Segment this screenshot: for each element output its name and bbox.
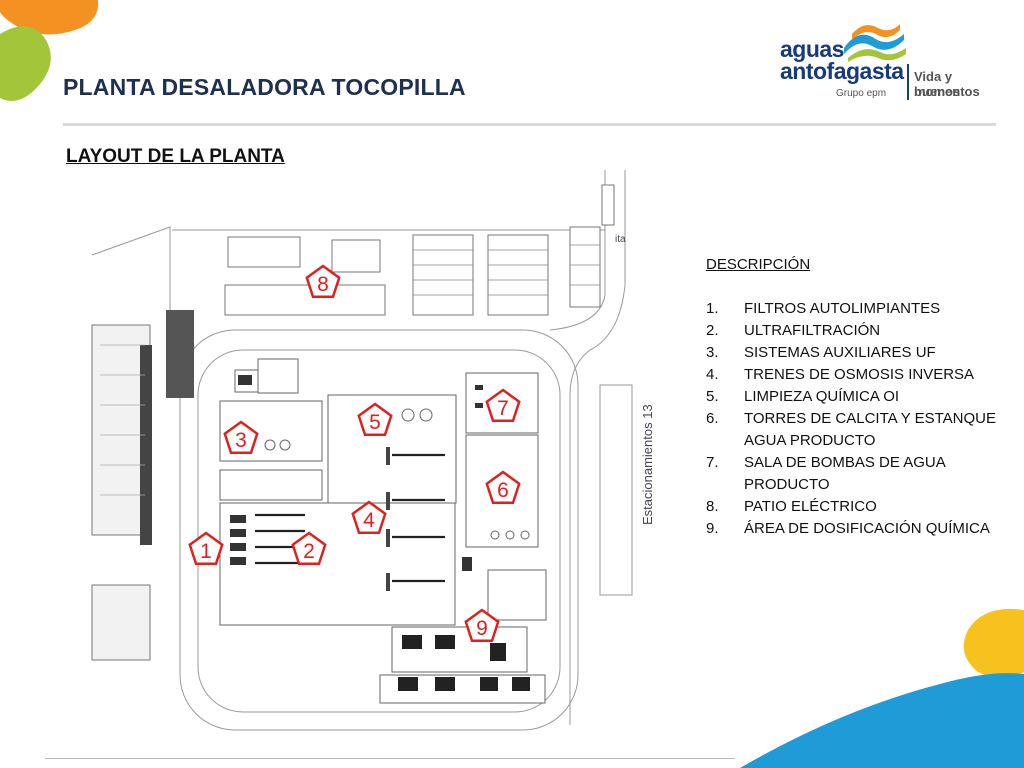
plan-cut-label: ita — [615, 234, 626, 245]
marker-number: 3 — [235, 429, 247, 452]
orange-corner-blob — [0, 0, 99, 35]
legend-list: 1. FILTROS AUTOLIMPIANTES 2. ULTRAFILTRACI… — [706, 298, 1006, 540]
legend: DESCRIPCIÓN 1. FILTROS AUTOLIMPIANTES 2. U… — [706, 254, 1006, 540]
marker-pentagon-icon — [485, 388, 521, 423]
plant-layout-drawing: Estacionamientos 13 ita 1 2 3 4 5 6 7 8 9 — [91, 170, 655, 731]
legend-item-text: TRENES DE OSMOSIS INVERSA — [744, 366, 975, 383]
marker-number: 7 — [497, 397, 509, 420]
header-divider — [63, 123, 996, 126]
marker-number: 4 — [363, 509, 375, 532]
green-corner-blob — [0, 26, 51, 101]
location-marker-3: 3 — [223, 420, 259, 455]
location-marker-1: 1 — [188, 531, 224, 566]
legend-item-number: 9. — [706, 520, 719, 537]
legend-item: 9. ÁREA DE DOSIFICACIÓN QUÍMICA — [706, 518, 1006, 540]
logo-separator — [907, 64, 909, 100]
legend-item-text: ÁREA DE DOSIFICACIÓN QUÍMICA — [744, 520, 990, 537]
legend-item-text: SALA DE BOMBAS DE AGUA PRODUCTO — [744, 454, 945, 493]
marker-pentagon-icon — [223, 420, 259, 455]
location-marker-9: 9 — [464, 608, 500, 643]
location-marker-2: 2 — [291, 531, 327, 566]
page-title: PLANTA DESALADORA TOCOPILLA — [63, 74, 466, 100]
blue-corner-blob — [740, 673, 1024, 768]
legend-item-number: 1. — [706, 300, 719, 317]
legend-item: 6. TORRES DE CALCITA Y ESTANQUE AGUA PROD… — [706, 408, 1006, 452]
legend-item-text: FILTROS AUTOLIMPIANTES — [744, 300, 941, 317]
legend-item-number: 6. — [706, 410, 719, 427]
legend-item-text: LIMPIEZA QUÍMICA OI — [744, 388, 900, 405]
wave-logo-icon — [844, 24, 906, 62]
legend-item: 7. SALA DE BOMBAS DE AGUA PRODUCTO — [706, 452, 1006, 496]
logo-line2: antofagasta — [780, 58, 904, 84]
legend-item-number: 3. — [706, 344, 719, 361]
legend-heading: DESCRIPCIÓN — [706, 256, 811, 273]
marker-number: 5 — [369, 411, 381, 434]
marker-pentagon-icon — [305, 264, 341, 299]
legend-item: 3. SISTEMAS AUXILIARES UF — [706, 342, 1006, 364]
marker-pentagon-icon — [485, 470, 521, 505]
marker-pentagon-icon — [188, 531, 224, 566]
location-marker-6: 6 — [485, 470, 521, 505]
legend-item: 8. PATIO ELÉCTRICO — [706, 496, 1006, 518]
legend-item-number: 2. — [706, 322, 719, 339]
yellow-corner-blob — [963, 608, 1024, 678]
marker-number: 8 — [317, 273, 329, 296]
legend-item-number: 4. — [706, 366, 719, 383]
marker-number: 9 — [476, 617, 488, 640]
legend-item: 4. TRENES DE OSMOSIS INVERSA — [706, 364, 1006, 386]
legend-item-text: ULTRAFILTRACIÓN — [744, 322, 881, 339]
legend-item-number: 5. — [706, 388, 719, 405]
marker-number: 1 — [200, 540, 212, 563]
marker-pentagon-icon — [464, 608, 500, 643]
legend-item-number: 7. — [706, 454, 719, 471]
legend-item-text: PATIO ELÉCTRICO — [744, 498, 877, 515]
legend-item: 5. LIMPIEZA QUÍMICA OI — [706, 386, 1006, 408]
location-marker-4: 4 — [351, 500, 387, 535]
location-marker-5: 5 — [357, 402, 393, 437]
logo-tagline-1: Vida y buenos — [914, 69, 961, 99]
legend-item: 2. ULTRAFILTRACIÓN — [706, 320, 1006, 342]
section-subtitle: LAYOUT DE LA PLANTA — [66, 146, 285, 167]
marker-number: 2 — [303, 540, 315, 563]
marker-pentagon-icon — [351, 500, 387, 535]
location-marker-8: 8 — [305, 264, 341, 299]
logo-line1: aguas — [780, 36, 844, 62]
legend-item-text: SISTEMAS AUXILIARES UF — [744, 344, 936, 361]
legend-item-text: TORRES DE CALCITA Y ESTANQUE AGUA PRODUC… — [744, 410, 997, 449]
footer-divider — [45, 758, 735, 759]
legend-item-number: 8. — [706, 498, 719, 515]
logo-tagline-2: momentos — [914, 84, 980, 99]
company-logo: aguas antofagasta Grupo epm Vida y bueno… — [776, 18, 996, 108]
marker-pentagon-icon — [357, 402, 393, 437]
logo-group: Grupo epm — [836, 88, 887, 99]
legend-item: 1. FILTROS AUTOLIMPIANTES — [706, 298, 1006, 320]
parking-label: Estacionamientos 13 — [640, 404, 655, 525]
location-marker-7: 7 — [485, 388, 521, 423]
marker-number: 6 — [497, 479, 509, 502]
marker-pentagon-icon — [291, 531, 327, 566]
